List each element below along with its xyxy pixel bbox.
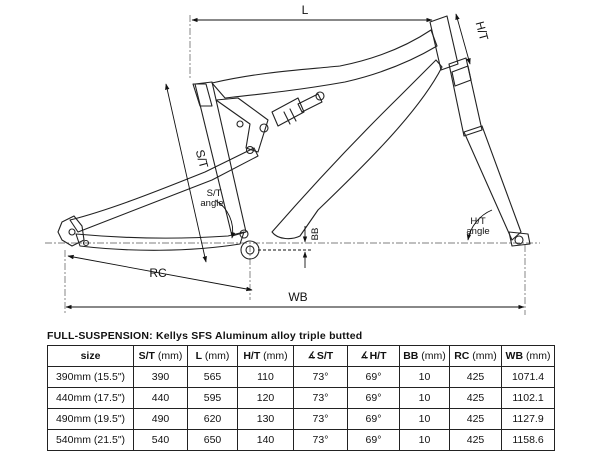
value-cell: 73° bbox=[293, 387, 348, 409]
label-HT: H/T bbox=[473, 20, 492, 43]
column-unit: (mm) bbox=[469, 350, 497, 362]
label-HT-angle-1: H/T bbox=[470, 216, 486, 227]
column-header: H/T (mm) bbox=[237, 345, 294, 367]
column-header: S/T (mm) bbox=[133, 345, 188, 367]
column-header: BB (mm) bbox=[399, 345, 450, 367]
rear-shock bbox=[259, 91, 325, 133]
value-cell: 540 bbox=[133, 429, 188, 451]
column-name: S/T bbox=[316, 350, 334, 362]
column-name: S/T bbox=[138, 350, 155, 362]
column-header: L (mm) bbox=[187, 345, 238, 367]
value-cell: 490 bbox=[133, 408, 188, 430]
value-cell: 69° bbox=[347, 408, 400, 430]
column-name: RC bbox=[454, 350, 470, 362]
column-header: WB (mm) bbox=[501, 345, 555, 367]
value-cell: 10 bbox=[399, 408, 450, 430]
rear-dropout bbox=[57, 215, 85, 247]
column-unit: (mm) bbox=[260, 350, 288, 362]
value-cell: 73° bbox=[293, 408, 348, 430]
front-fork bbox=[448, 57, 531, 247]
value-cell: 1127.9 bbox=[501, 408, 555, 430]
column-header: RC (mm) bbox=[449, 345, 502, 367]
size-cell: 490mm (19.5") bbox=[47, 408, 134, 430]
frame-geometry-diagram: L H/T S/T S/T angle H/T angle BB RC WB bbox=[45, 3, 540, 315]
column-unit: (mm) bbox=[418, 350, 446, 362]
spec-table-heading: FULL-SUSPENSION: Kellys SFS Aluminum all… bbox=[47, 330, 363, 342]
value-cell: 69° bbox=[347, 366, 400, 388]
value-cell: 390 bbox=[133, 366, 188, 388]
value-cell: 10 bbox=[399, 429, 450, 451]
value-cell: 425 bbox=[449, 366, 502, 388]
chain-stay bbox=[75, 231, 245, 251]
column-name: H/T bbox=[243, 350, 261, 362]
dim-HT bbox=[455, 13, 471, 65]
column-name: L bbox=[195, 350, 202, 362]
dim-HT-angle bbox=[466, 209, 493, 241]
value-cell: 69° bbox=[347, 429, 400, 451]
column-unit: (mm) bbox=[154, 350, 183, 362]
value-cell: 425 bbox=[449, 429, 502, 451]
value-cell: 120 bbox=[237, 387, 294, 409]
label-BB: BB bbox=[310, 228, 321, 241]
value-cell: 73° bbox=[293, 366, 348, 388]
column-header: size bbox=[47, 345, 134, 367]
bike-frame-drawing bbox=[57, 15, 531, 260]
value-cell: 595 bbox=[187, 387, 238, 409]
label-ST-angle-2: angle bbox=[200, 198, 223, 209]
column-name: WB bbox=[505, 350, 524, 362]
dim-ST bbox=[165, 83, 207, 263]
value-cell: 1071.4 bbox=[501, 366, 555, 388]
label-ST-angle-1: S/T bbox=[207, 188, 222, 199]
dim-RC bbox=[67, 254, 253, 292]
value-cell: 140 bbox=[237, 429, 294, 451]
column-unit: (mm) bbox=[523, 350, 551, 362]
dim-BB bbox=[258, 226, 312, 268]
down-tube bbox=[271, 59, 443, 240]
angle-icon: ∡ bbox=[307, 350, 316, 360]
seat-stay bbox=[69, 147, 259, 233]
value-cell: 130 bbox=[237, 408, 294, 430]
column-header: ∡H/T bbox=[347, 345, 400, 367]
value-cell: 650 bbox=[187, 429, 238, 451]
value-cell: 440 bbox=[133, 387, 188, 409]
value-cell: 620 bbox=[187, 408, 238, 430]
column-unit: (mm) bbox=[202, 350, 230, 362]
label-ST: S/T bbox=[193, 148, 212, 170]
value-cell: 1102.1 bbox=[501, 387, 555, 409]
label-RC: RC bbox=[149, 266, 167, 280]
value-cell: 1158.6 bbox=[501, 429, 555, 451]
label-L: L bbox=[302, 3, 309, 17]
size-cell: 390mm (15.5") bbox=[47, 366, 134, 388]
label-HT-angle-2: angle bbox=[466, 226, 489, 237]
value-cell: 110 bbox=[237, 366, 294, 388]
column-name: H/T bbox=[369, 350, 387, 362]
value-cell: 10 bbox=[399, 387, 450, 409]
seat-tube bbox=[194, 81, 247, 237]
column-header: ∡S/T bbox=[293, 345, 348, 367]
top-tube bbox=[211, 29, 438, 99]
value-cell: 10 bbox=[399, 366, 450, 388]
column-name: size bbox=[80, 350, 101, 362]
size-cell: 540mm (21.5") bbox=[47, 429, 134, 451]
dim-ST-angle bbox=[214, 199, 236, 239]
value-cell: 69° bbox=[347, 387, 400, 409]
rocker-link bbox=[215, 97, 269, 153]
size-cell: 440mm (17.5") bbox=[47, 387, 134, 409]
value-cell: 73° bbox=[293, 429, 348, 451]
column-name: BB bbox=[403, 350, 419, 362]
vertical-reference-lines bbox=[64, 15, 526, 315]
value-cell: 425 bbox=[449, 387, 502, 409]
label-WB: WB bbox=[288, 290, 307, 304]
value-cell: 565 bbox=[187, 366, 238, 388]
value-cell: 425 bbox=[449, 408, 502, 430]
angle-icon: ∡ bbox=[360, 350, 369, 360]
